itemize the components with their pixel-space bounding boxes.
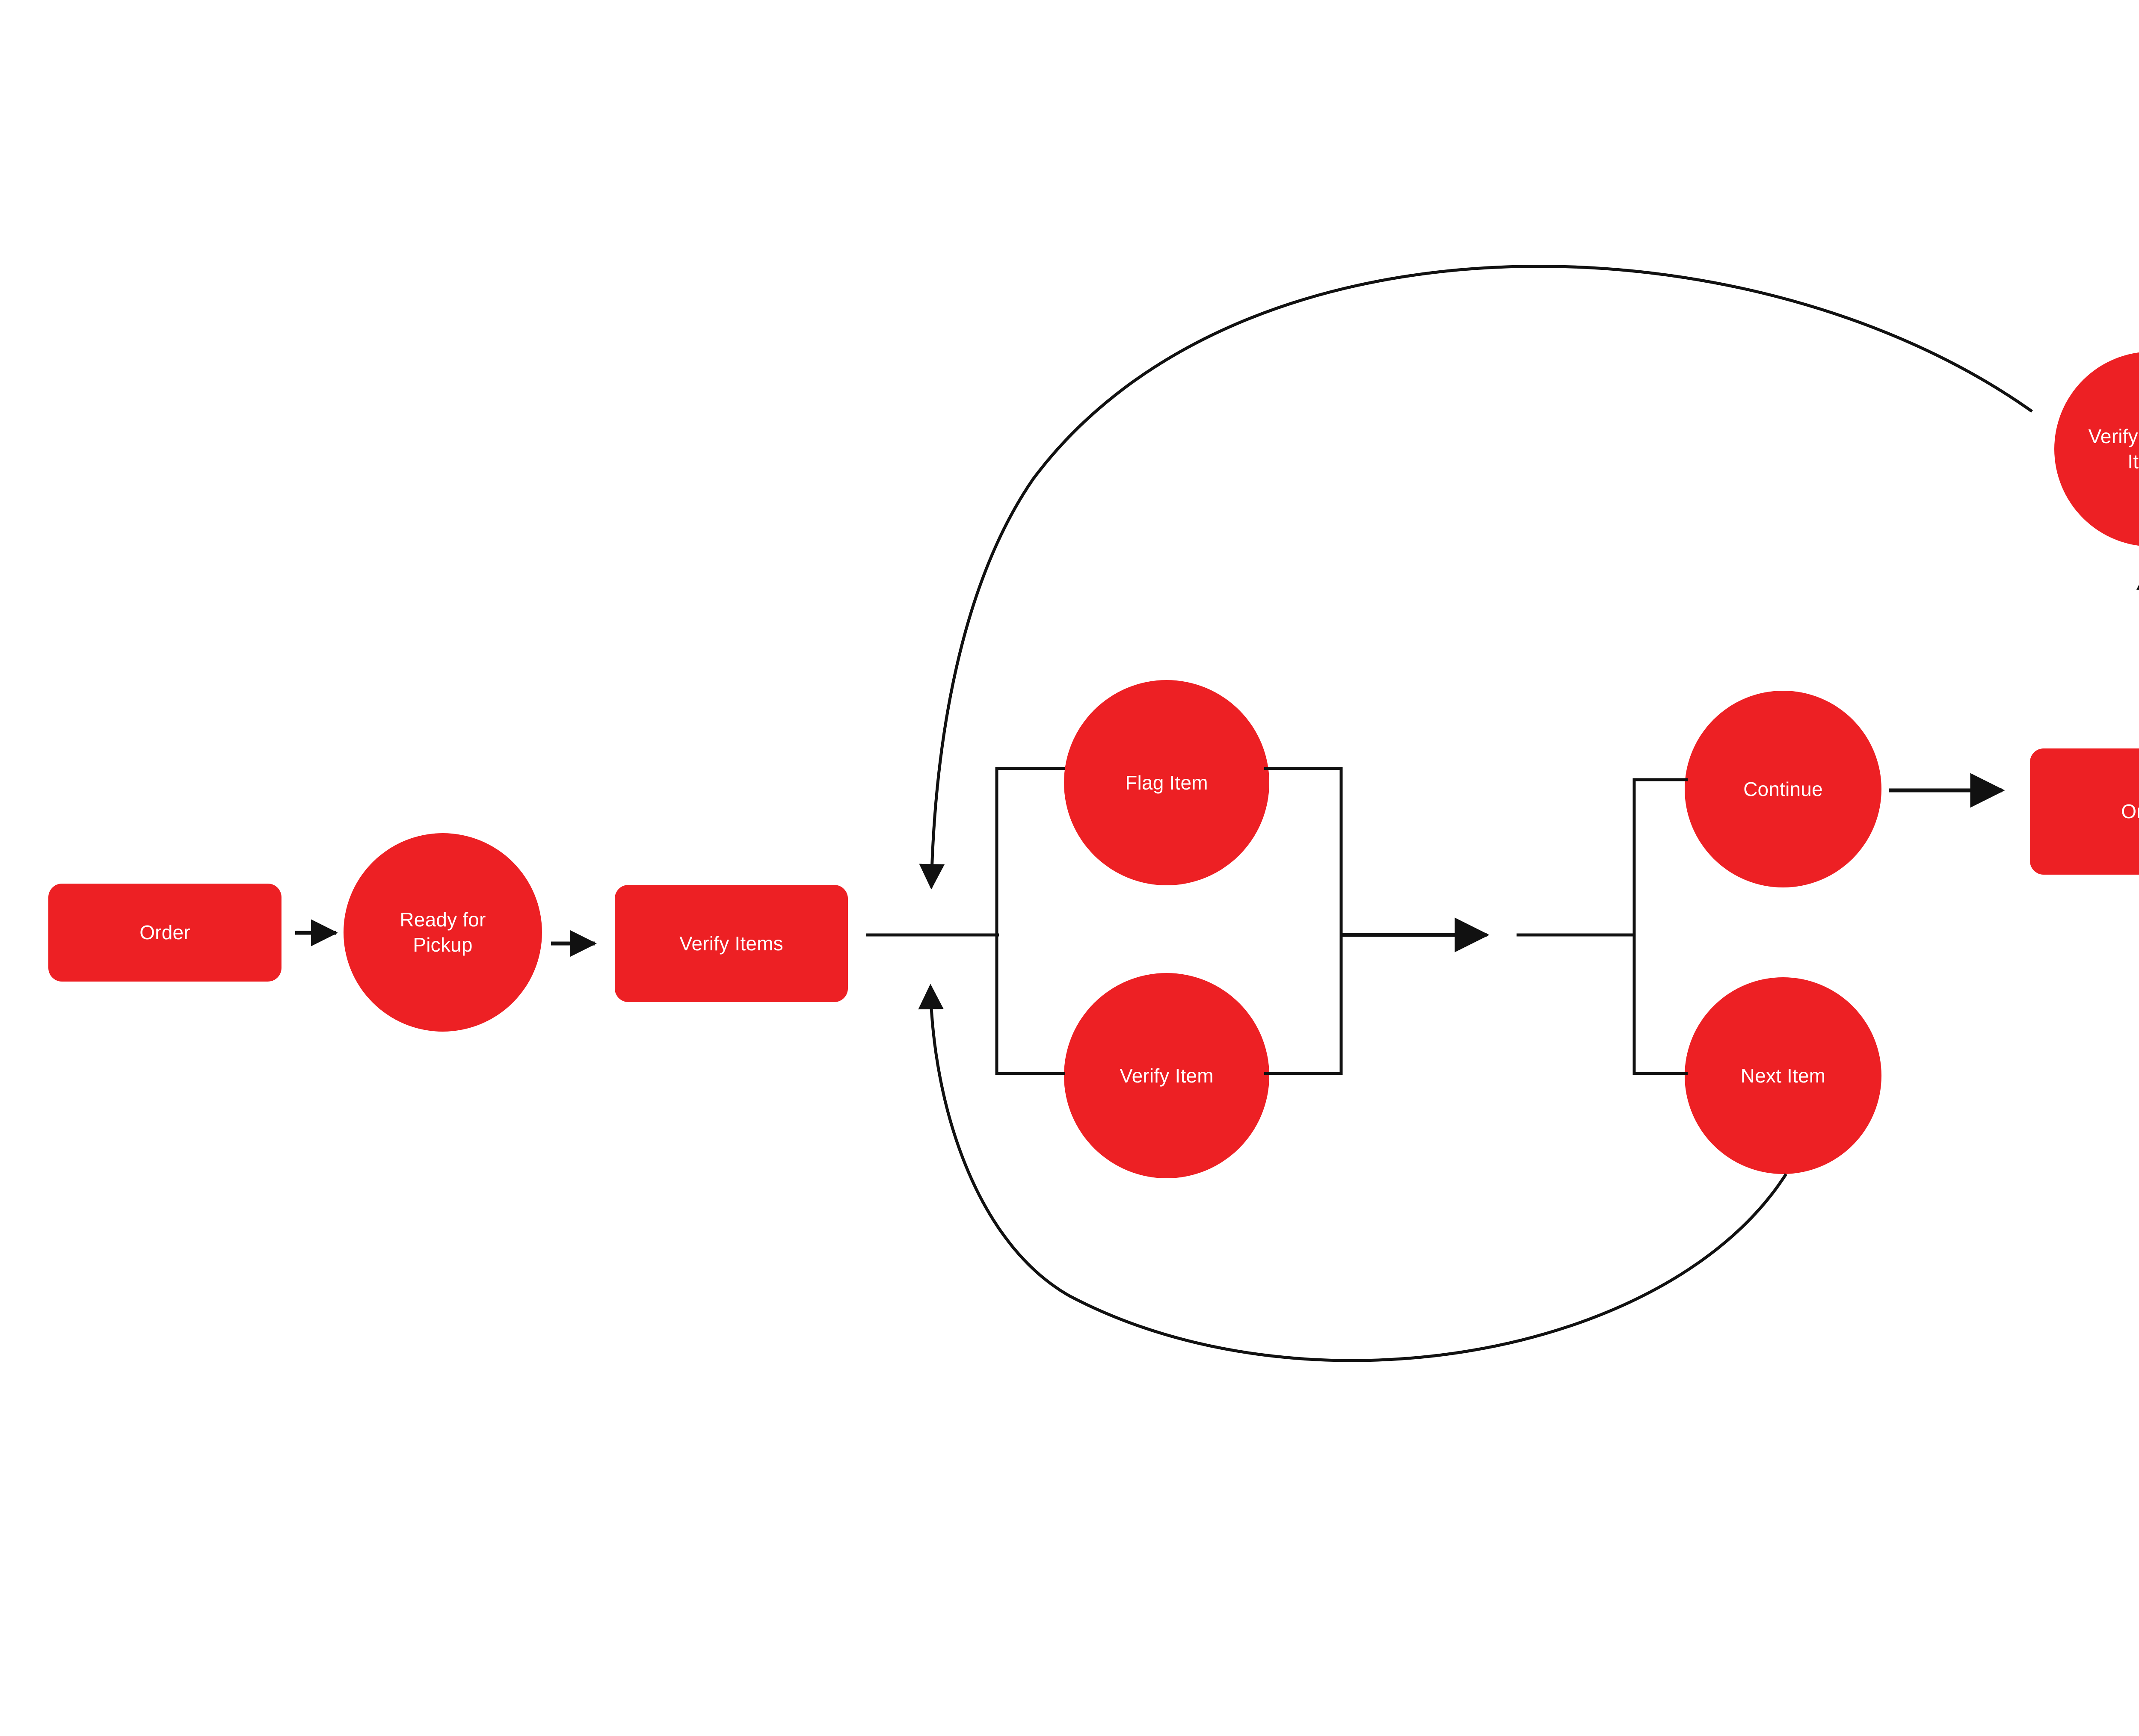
node-ready-for-pickup-left[interactable] bbox=[344, 833, 542, 1032]
node-order-start[interactable] bbox=[48, 884, 281, 982]
node-order-second[interactable] bbox=[2030, 748, 2139, 875]
edge-verify-flagged-items-loopback-curve bbox=[919, 265, 2033, 890]
node-verify-items[interactable] bbox=[615, 885, 848, 1002]
node-next-item[interactable] bbox=[1685, 977, 1881, 1174]
merge-junction-1-bracket bbox=[1264, 767, 1343, 1075]
node-verify-item[interactable] bbox=[1064, 973, 1269, 1178]
split-junction-2-bracket bbox=[1632, 778, 1688, 1075]
node-continue[interactable] bbox=[1685, 691, 1881, 887]
node-verify-flagged-items[interactable] bbox=[2054, 352, 2139, 547]
node-flag-item[interactable] bbox=[1064, 680, 1269, 885]
edge-next-item-loopback-curve bbox=[918, 984, 1787, 1362]
split-junction-1-bracket bbox=[995, 767, 1018, 1075]
